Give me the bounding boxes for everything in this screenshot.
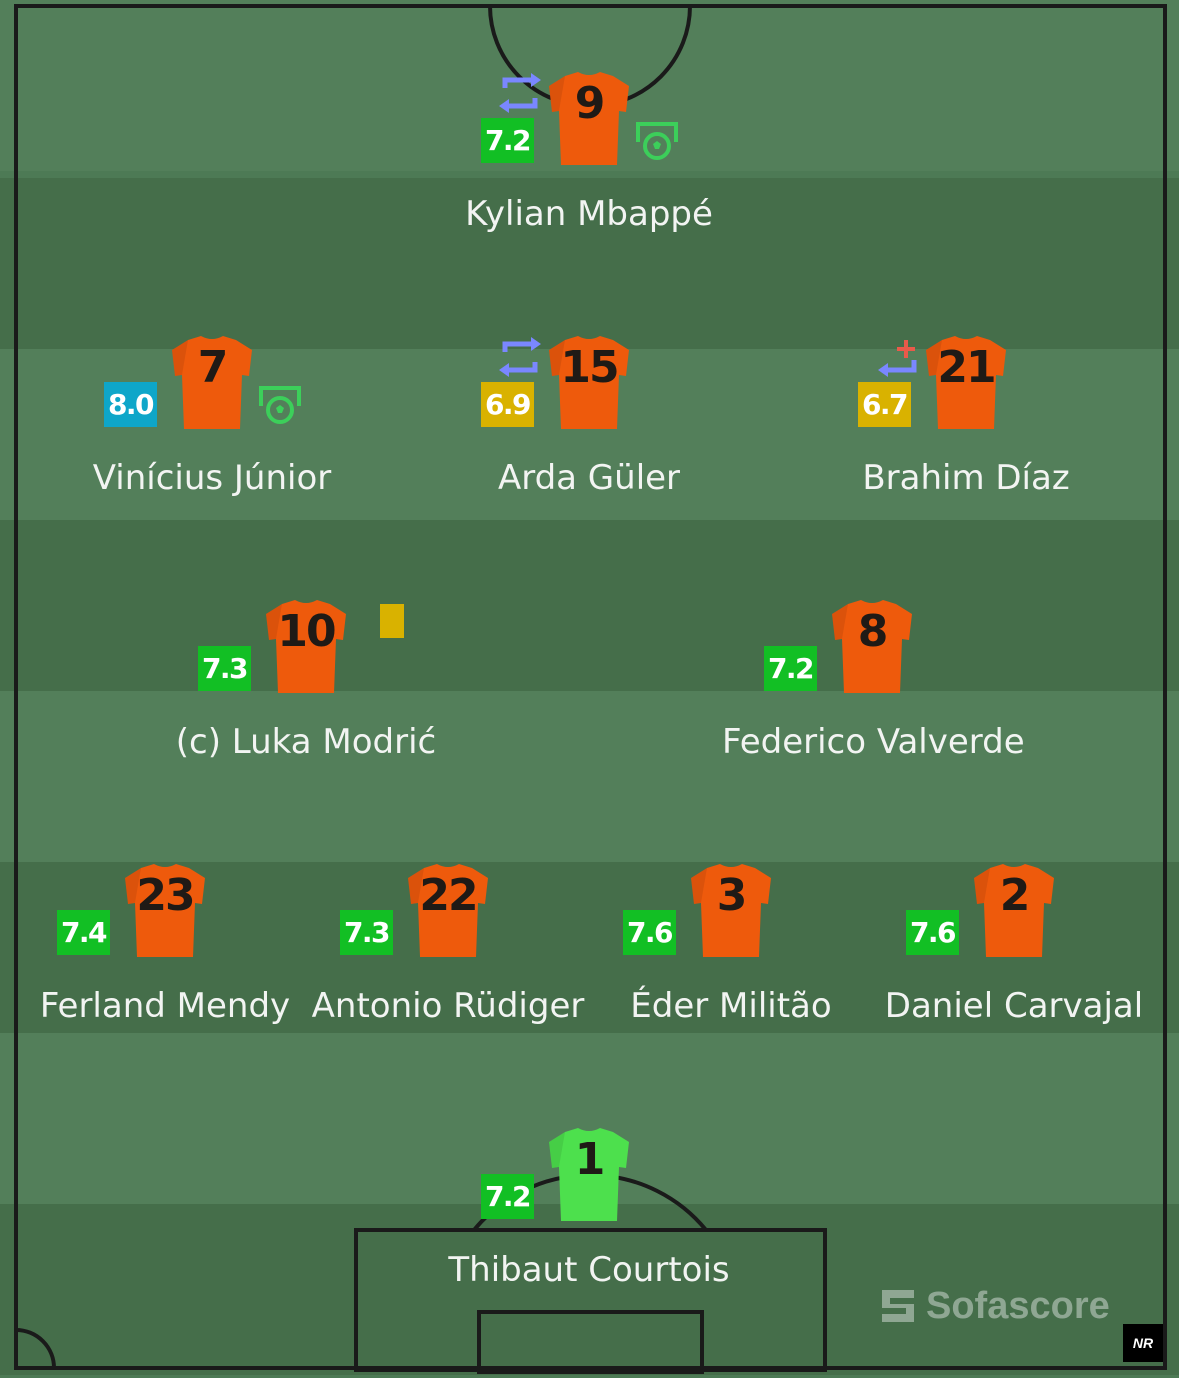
player-mbappe[interactable]: 9 7.2 Kylian Mbappé: [439, 72, 739, 272]
player-name[interactable]: Antonio Rüdiger: [311, 986, 585, 1026]
jersey-number: 23: [136, 870, 195, 921]
player-courtois[interactable]: 1 7.2 Thibaut Courtois: [439, 1128, 739, 1328]
corner-arc: [15, 1328, 56, 1369]
player-name[interactable]: Federico Valverde: [722, 722, 1025, 762]
sofascore-wordmark: Sofascore: [926, 1284, 1110, 1327]
jersey-number: 3: [716, 870, 748, 921]
player-guler[interactable]: 15 6.9 Arda Güler: [439, 336, 739, 536]
jersey-icon: 22: [406, 864, 490, 958]
sofascore-logo-icon: [882, 1290, 914, 1322]
goal-area: [477, 1310, 704, 1374]
player-valverde[interactable]: 8 7.2 Federico Valverde: [722, 600, 1025, 800]
player-rating: 7.6: [906, 910, 959, 955]
player-diaz[interactable]: 21 6.7 Brahim Díaz: [816, 336, 1116, 536]
jersey-number: 9: [574, 78, 606, 129]
pitch-stripe: [0, 178, 1179, 349]
player-name[interactable]: Kylian Mbappé: [465, 194, 713, 234]
jersey-icon: 1: [547, 1128, 631, 1222]
jersey-number: 2: [999, 870, 1031, 921]
player-name[interactable]: Arda Güler: [497, 458, 681, 498]
jersey-number: 15: [560, 342, 619, 393]
player-name[interactable]: Vinícius Júnior: [92, 458, 332, 498]
player-name[interactable]: Thibaut Courtois: [448, 1250, 730, 1290]
player-rating: 6.9: [481, 382, 534, 427]
jersey-number: 21: [937, 342, 996, 393]
player-rating: 8.0: [104, 382, 157, 427]
sofascore-brand: Sofascore: [880, 1284, 1110, 1327]
player-carvajal[interactable]: 2 7.6 Daniel Carvajal: [864, 864, 1164, 1064]
player-rating: 6.7: [858, 382, 911, 427]
player-name[interactable]: Daniel Carvajal: [884, 986, 1144, 1026]
player-vinicius[interactable]: 7 8.0 Vinícius Júnior: [62, 336, 362, 536]
player-rating: 7.3: [198, 646, 251, 691]
jersey-icon: 3: [689, 864, 773, 958]
player-rating: 7.4: [57, 910, 110, 955]
player-name[interactable]: Brahim Díaz: [862, 458, 1070, 498]
substitution-icon: [499, 73, 541, 113]
jersey-icon: 8: [830, 600, 914, 694]
pitch-stripe: [0, 691, 1179, 862]
pitch-stripe: [0, 520, 1179, 691]
jersey-icon: 15: [547, 336, 631, 430]
jersey-icon: 9: [547, 72, 631, 166]
pitch-stripe: [0, 1204, 1179, 1375]
goal-icon: [636, 122, 678, 160]
jersey-icon: 10: [264, 600, 348, 694]
substitution-in-icon: [878, 340, 917, 377]
player-rating: 7.2: [764, 646, 817, 691]
jersey-icon: 23: [123, 864, 207, 958]
player-mendy[interactable]: 23 7.4 Ferland Mendy: [15, 864, 315, 1064]
watermark-logo: NR: [1123, 1324, 1163, 1362]
jersey-icon: 7: [170, 336, 254, 430]
jersey-number: 10: [277, 606, 336, 657]
player-rating: 7.2: [481, 118, 534, 163]
player-modric[interactable]: 10 7.3 (c) Luka Modrić: [156, 600, 456, 800]
player-rating: 7.3: [340, 910, 393, 955]
player-rating: 7.6: [623, 910, 676, 955]
jersey-number: 22: [419, 870, 478, 921]
yellow-card-icon: [380, 604, 404, 638]
player-name[interactable]: (c) Luka Modrić: [175, 722, 437, 762]
player-militao[interactable]: 3 7.6 Éder Militão: [581, 864, 881, 1064]
player-name[interactable]: Ferland Mendy: [39, 986, 291, 1026]
player-rudiger[interactable]: 22 7.3 Antonio Rüdiger: [298, 864, 598, 1064]
player-rating: 7.2: [481, 1174, 534, 1219]
player-name[interactable]: Éder Militão: [630, 986, 832, 1026]
jersey-icon: 21: [924, 336, 1008, 430]
jersey-number: 7: [197, 342, 229, 393]
jersey-icon: 2: [972, 864, 1056, 958]
goal-icon: [259, 386, 301, 424]
substitution-icon: [499, 337, 541, 377]
jersey-number: 8: [857, 606, 889, 657]
jersey-number: 1: [574, 1134, 606, 1185]
